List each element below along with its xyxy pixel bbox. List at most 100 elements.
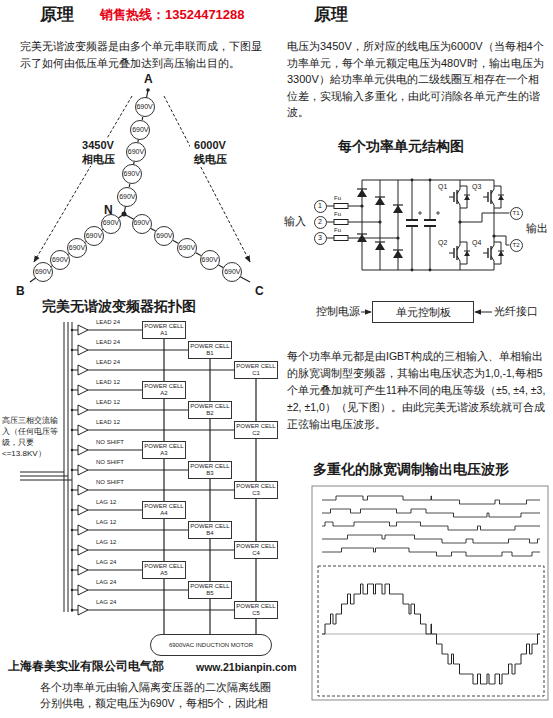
series-connection [163, 459, 164, 501]
fuse-symbol [334, 220, 348, 225]
diode-bar [357, 233, 367, 234]
diode-symbol [375, 242, 385, 250]
series-connection [255, 619, 256, 634]
input-wire [327, 206, 335, 207]
bus-tap [71, 369, 73, 371]
winding-symbol [78, 445, 88, 455]
series-cell-circle: 690V [50, 250, 70, 270]
feeder-wire [88, 470, 188, 471]
winding-label: LEAD 12 [96, 399, 120, 407]
igbt-collector [457, 188, 460, 194]
series-connection [209, 479, 210, 521]
series-connection [209, 599, 210, 634]
node-text: POWER CELL A1 [144, 323, 184, 337]
diode-bar [464, 251, 470, 252]
bridge-leg [460, 206, 461, 244]
input-wire [20, 472, 64, 473]
winding-symbol [78, 505, 88, 515]
website-url: www.21bianpin.com [196, 661, 297, 674]
input-note: 高压三相交流输入（任何电压等级，只要<=13.8KV） [2, 415, 62, 459]
power-cell-box: POWER CELL B3 [188, 461, 232, 479]
control-board-box: 单元控制板 [372, 301, 474, 324]
winding-label: LEAD 24 [96, 359, 120, 367]
series-connection [255, 559, 256, 601]
winding-symbol [78, 525, 88, 535]
diode-symbol [357, 189, 367, 197]
node-text: 690V [35, 268, 51, 276]
section-heading: 原理 [40, 4, 74, 25]
input-wire [348, 238, 398, 239]
input-terminal: 1 [314, 200, 327, 213]
voltage-label: 6000V 线电压 [190, 138, 230, 166]
bus-tap [71, 569, 73, 571]
node-text: T1 [512, 210, 519, 217]
input-terminal: 2 [314, 216, 327, 229]
node-text: 690V [224, 268, 240, 276]
output-wire [494, 236, 510, 245]
input-terminal: 3 [314, 232, 327, 245]
series-cell-circle: 690V [84, 226, 104, 246]
input-wire [20, 476, 68, 477]
winding-label: LAG 12 [96, 539, 116, 547]
signal-label: 控制电源 [316, 305, 360, 319]
node-text: 6900VAC INDUCTION MOTOR [169, 642, 253, 649]
diode-symbol [375, 197, 385, 205]
series-cell-circle: 690V [177, 238, 197, 258]
igbt-label: Q2 [438, 239, 447, 248]
igbt-gate-lead [483, 253, 488, 254]
motor-box: 6900VAC INDUCTION MOTOR [150, 634, 272, 656]
feeder-wire [88, 530, 188, 531]
series-cell-circle: 690V [117, 187, 137, 207]
signal-label: 光纤接口 [494, 305, 538, 319]
winding-symbol [78, 425, 88, 435]
series-connection [163, 579, 164, 634]
power-cell-box: POWER CELL C2 [234, 421, 278, 439]
winding-label: LAG 12 [96, 499, 116, 507]
bus-line [72, 322, 73, 612]
control-power-arrow [361, 312, 371, 313]
body-paragraph: 各个功率单元由输入隔离变压器的二次隔离线圈分别供电，额定电压为690V，每相5个… [40, 679, 280, 711]
series-cell-circle: 690V [33, 262, 53, 282]
node-text: POWER CELL A5 [144, 563, 184, 577]
igbt-label: Q1 [438, 183, 447, 192]
igbt-emitter [457, 200, 460, 206]
bus-line [68, 322, 69, 612]
junction-dot [429, 269, 432, 272]
node-text: 690V [133, 219, 149, 227]
winding-label: LAG 24 [96, 579, 116, 587]
igbt-label: Q3 [472, 183, 481, 192]
waveform-frame [318, 566, 544, 696]
power-cell-box: POWER CELL A1 [142, 321, 186, 339]
output-terminal: T1 [510, 207, 523, 220]
winding-label: NO SHIFT [96, 439, 124, 447]
series-cell-circle: 690V [132, 214, 152, 234]
power-cell-box: POWER CELL B5 [188, 581, 232, 599]
series-connection [209, 539, 210, 581]
winding-symbol [78, 465, 88, 475]
feeder-wire [88, 550, 234, 551]
node-text: POWER CELL C3 [236, 483, 276, 497]
series-cell-circle: 690V [154, 226, 174, 246]
cell-pwm-trace [322, 535, 540, 543]
igbt-body [490, 190, 491, 204]
bus-tap [71, 389, 73, 391]
feeder-wire [88, 430, 234, 431]
capacitor-lead [412, 226, 413, 270]
figure-title: 多重化的脉宽调制输出电压波形 [313, 461, 509, 479]
bridge-leg [460, 262, 461, 270]
polarity-mark [420, 211, 421, 215]
node-text: POWER CELL B5 [190, 583, 230, 597]
phase-letter: A [144, 72, 153, 87]
node-text: POWER CELL A2 [144, 383, 184, 397]
winding-label: LAG 24 [96, 599, 116, 607]
node-text: 690V [132, 126, 148, 134]
winding-label: LEAD 24 [96, 339, 120, 347]
winding-label: NO SHIFT [96, 479, 124, 487]
junction-dot [411, 179, 414, 182]
diode-bar [498, 251, 504, 252]
power-cell-box: POWER CELL A2 [142, 381, 186, 399]
igbt-gate-lead [483, 197, 488, 198]
bus-tap [71, 549, 73, 551]
node-text: 690V [156, 232, 172, 240]
node-text: 单元控制板 [396, 306, 451, 319]
